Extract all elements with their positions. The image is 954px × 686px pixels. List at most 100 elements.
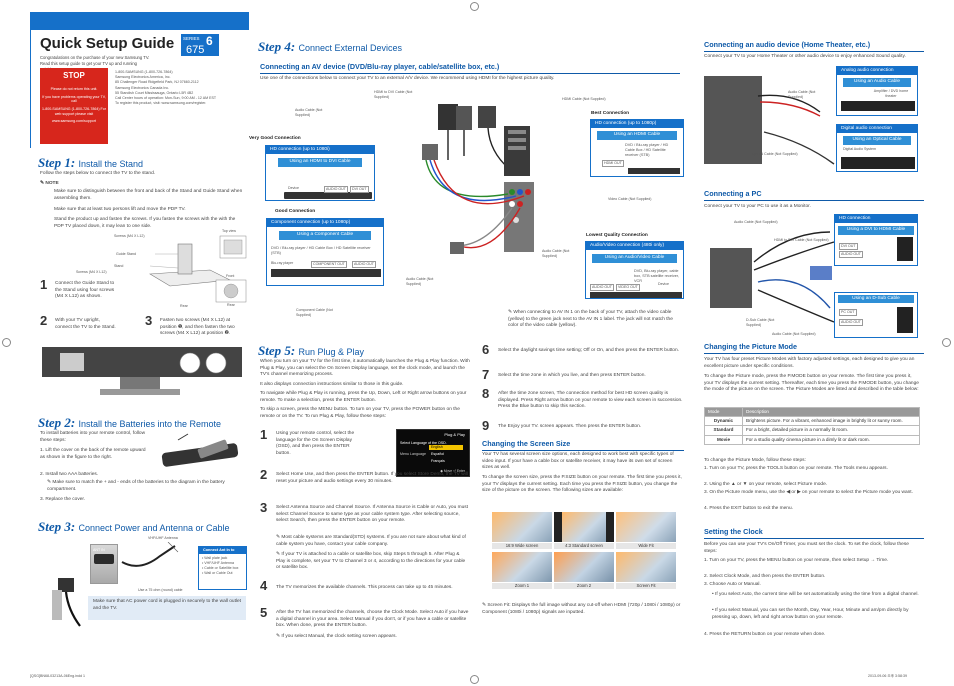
bluray-device bbox=[271, 269, 381, 277]
stop-text-1: Please do not return this unit. bbox=[50, 86, 98, 91]
lowest-label: Lowest Quality Connection bbox=[586, 233, 648, 238]
contact-block: 1-800-SAMSUNG (1-800-726-7864) Samsung E… bbox=[115, 70, 243, 106]
desc-cell: For a bright, detailed picture in a norm… bbox=[742, 425, 920, 436]
av-note: ✎ When connecting to AV IN 1 on the back… bbox=[508, 310, 673, 329]
port-hdmi-out: HDMI OUT bbox=[602, 160, 624, 167]
size-label: 16:9 Wide screen bbox=[492, 543, 552, 549]
screen-size-thumb bbox=[616, 512, 676, 542]
step5-intro-1: When you turn on your TV for the first t… bbox=[260, 359, 470, 378]
cable-label-2: HDMI to DVI Cable (Not Supplied) bbox=[374, 90, 413, 99]
port-video-out: VIDEO OUT bbox=[616, 284, 640, 291]
dvd-device bbox=[284, 192, 372, 199]
note-icon: ✎ bbox=[508, 310, 514, 315]
osd-prompt: Select Language of the OSD. bbox=[400, 441, 447, 445]
port-dvi-out: DVI OUT bbox=[350, 186, 369, 193]
cable-label-6: Video Cable (Not Supplied) bbox=[608, 197, 652, 201]
clock-step: 4. Press the RETURN button on your remot… bbox=[704, 632, 826, 637]
header-band bbox=[31, 12, 249, 30]
step5-n3b: ✎ If your TV is attached to a cable or s… bbox=[276, 552, 466, 571]
size-label: Wide Fit bbox=[616, 543, 676, 549]
power-cord-illustration bbox=[50, 576, 88, 631]
audio-device-text: Connect your TV to your Home Theater or … bbox=[704, 54, 906, 59]
size-label: 4:3 Standard screen bbox=[554, 543, 614, 549]
picture-step: 2. Using the ▲ or ▼ on your remote, sele… bbox=[704, 482, 828, 487]
step4-title: Connect External Devices bbox=[298, 43, 403, 53]
ant-in-port bbox=[94, 554, 114, 564]
screen-size-thumb bbox=[492, 512, 552, 542]
port-component-out: COMPONENT OUT bbox=[311, 261, 347, 268]
cable-label-5: Audio Cable (Not Supplied) bbox=[406, 277, 434, 286]
pc-cable-label: HDMI to DVI Cable (Not Supplied) bbox=[774, 238, 829, 242]
step5-num-6: 6 bbox=[482, 342, 490, 357]
step3-label: Step 3: bbox=[38, 519, 76, 534]
connection-diagram bbox=[422, 104, 534, 254]
step5-num-3: 3 bbox=[260, 500, 268, 515]
size-label: Zoom 1 bbox=[492, 583, 552, 589]
contact-line: Samsung Electronics America, Inc. bbox=[115, 75, 171, 80]
page-title: Quick Setup Guide bbox=[40, 35, 175, 52]
step2-label: Step 2: bbox=[38, 415, 76, 430]
ant-box-item: • VHF/UHF Antenna bbox=[202, 560, 235, 565]
ant-box-item: • Wall or Cable Out bbox=[202, 570, 233, 575]
pc-port-audio-out-2: AUDIO OUT bbox=[839, 319, 863, 326]
osd-option-selected[interactable]: English bbox=[429, 445, 463, 450]
step2-item-1: 1. Lift the cover on the back of the rem… bbox=[40, 448, 146, 460]
cable-label-1: Audio Cable (Not Supplied) bbox=[295, 108, 323, 117]
step5-n3a: ✎ Most cable systems are Standard(STD) s… bbox=[276, 535, 466, 547]
note-icon: ✎ bbox=[482, 603, 488, 608]
step2-heading: Step 2: Install the Batteries into the R… bbox=[38, 414, 221, 432]
stop-text-4[interactable]: www.samsung.com/support bbox=[52, 119, 96, 124]
clock-text: Before you can use your TV's On/Off Time… bbox=[704, 542, 909, 554]
pc-dvi-title: Using a DVI to HDMI Cable bbox=[838, 226, 914, 235]
osd-option[interactable]: Español bbox=[431, 452, 444, 456]
series-badge: SERIES 6 675 bbox=[181, 34, 219, 56]
step1-title: Install the Stand bbox=[78, 159, 143, 169]
clock-step: 3. Choose Auto or Manual. bbox=[704, 582, 761, 587]
best-title: Using an HDMI Cable bbox=[597, 131, 677, 140]
step5-s3: Select Antenna Source and Channel Source… bbox=[276, 505, 468, 524]
step5-intro-4: To skip a screen, press the MENU button.… bbox=[260, 407, 460, 419]
step1-num-3: 3 bbox=[145, 313, 153, 328]
optical-cable-label: Optical Cable (Not Supplied) bbox=[752, 152, 798, 156]
registration-mark bbox=[470, 2, 479, 11]
pc-tower-1 bbox=[897, 237, 913, 261]
screen-size-heading: Changing the Screen Size bbox=[482, 439, 684, 451]
step5-num-1: 1 bbox=[260, 427, 268, 442]
pc-port-pc-out: PC OUT bbox=[839, 309, 857, 316]
step2-intro: To install batteries into your remote co… bbox=[40, 431, 146, 443]
step5-s7: Select the time zone in which you live, … bbox=[498, 373, 646, 378]
step1-label: Step 1: bbox=[38, 155, 76, 170]
series-label: SERIES bbox=[183, 36, 200, 41]
cable-label-7: Audio Cable (Not Supplied) bbox=[542, 249, 570, 258]
contact-line: 1-800-SAMSUNG (1-800-726-7864) bbox=[115, 70, 173, 74]
step5-intro-3: To navigate while Plug & Play is running… bbox=[260, 391, 467, 403]
antenna-label: VHF/UHF Antenna bbox=[148, 536, 178, 540]
clock-step: 1. Turn on your TV, press the MENU butto… bbox=[704, 558, 889, 563]
step3-heading: Step 3: Connect Power and Antenna or Cab… bbox=[38, 518, 230, 536]
footer-left: [QSG]BN68-03213A-06Eng.indd 1 bbox=[30, 674, 85, 678]
mode-cell: Dynamic bbox=[704, 416, 743, 427]
pc-port-dvi-out: DVI OUT bbox=[839, 243, 858, 250]
desc-cell: For a studio quality cinema picture in a… bbox=[742, 434, 920, 445]
ant-box-item: • Wall plate jack bbox=[202, 556, 228, 561]
pc-cable-label: Audio Cable (Not Supplied) bbox=[772, 332, 816, 336]
step5-s6: Select the daylight savings time setting… bbox=[498, 348, 679, 353]
remote-illustration bbox=[158, 430, 243, 470]
amp-device bbox=[841, 101, 915, 111]
step2-item-3: 3. Replace the cover. bbox=[40, 497, 86, 502]
label-top-view: Top view bbox=[222, 229, 236, 233]
size-label: Zoom 2 bbox=[554, 583, 614, 589]
port-audio-out: AUDIO OUT bbox=[324, 186, 348, 193]
pc-tower-2 bbox=[897, 307, 913, 333]
step1-sub-1: Connect the Guide Stand to the Stand usi… bbox=[55, 281, 115, 300]
av-intro: Use one of the connections below to conn… bbox=[260, 76, 555, 81]
cable-label-3: HDMI Cable (Not Supplied) bbox=[562, 97, 606, 101]
osd-option[interactable]: Français bbox=[431, 459, 445, 463]
audio-cable-drawing bbox=[757, 94, 835, 165]
clock-bullet: • If you select Auto, the current time w… bbox=[712, 592, 919, 597]
power-cord-drawing bbox=[52, 578, 81, 627]
screen-size-thumb bbox=[554, 512, 614, 542]
osd-hints: ◆ Move ⏎ Enter bbox=[440, 469, 465, 474]
